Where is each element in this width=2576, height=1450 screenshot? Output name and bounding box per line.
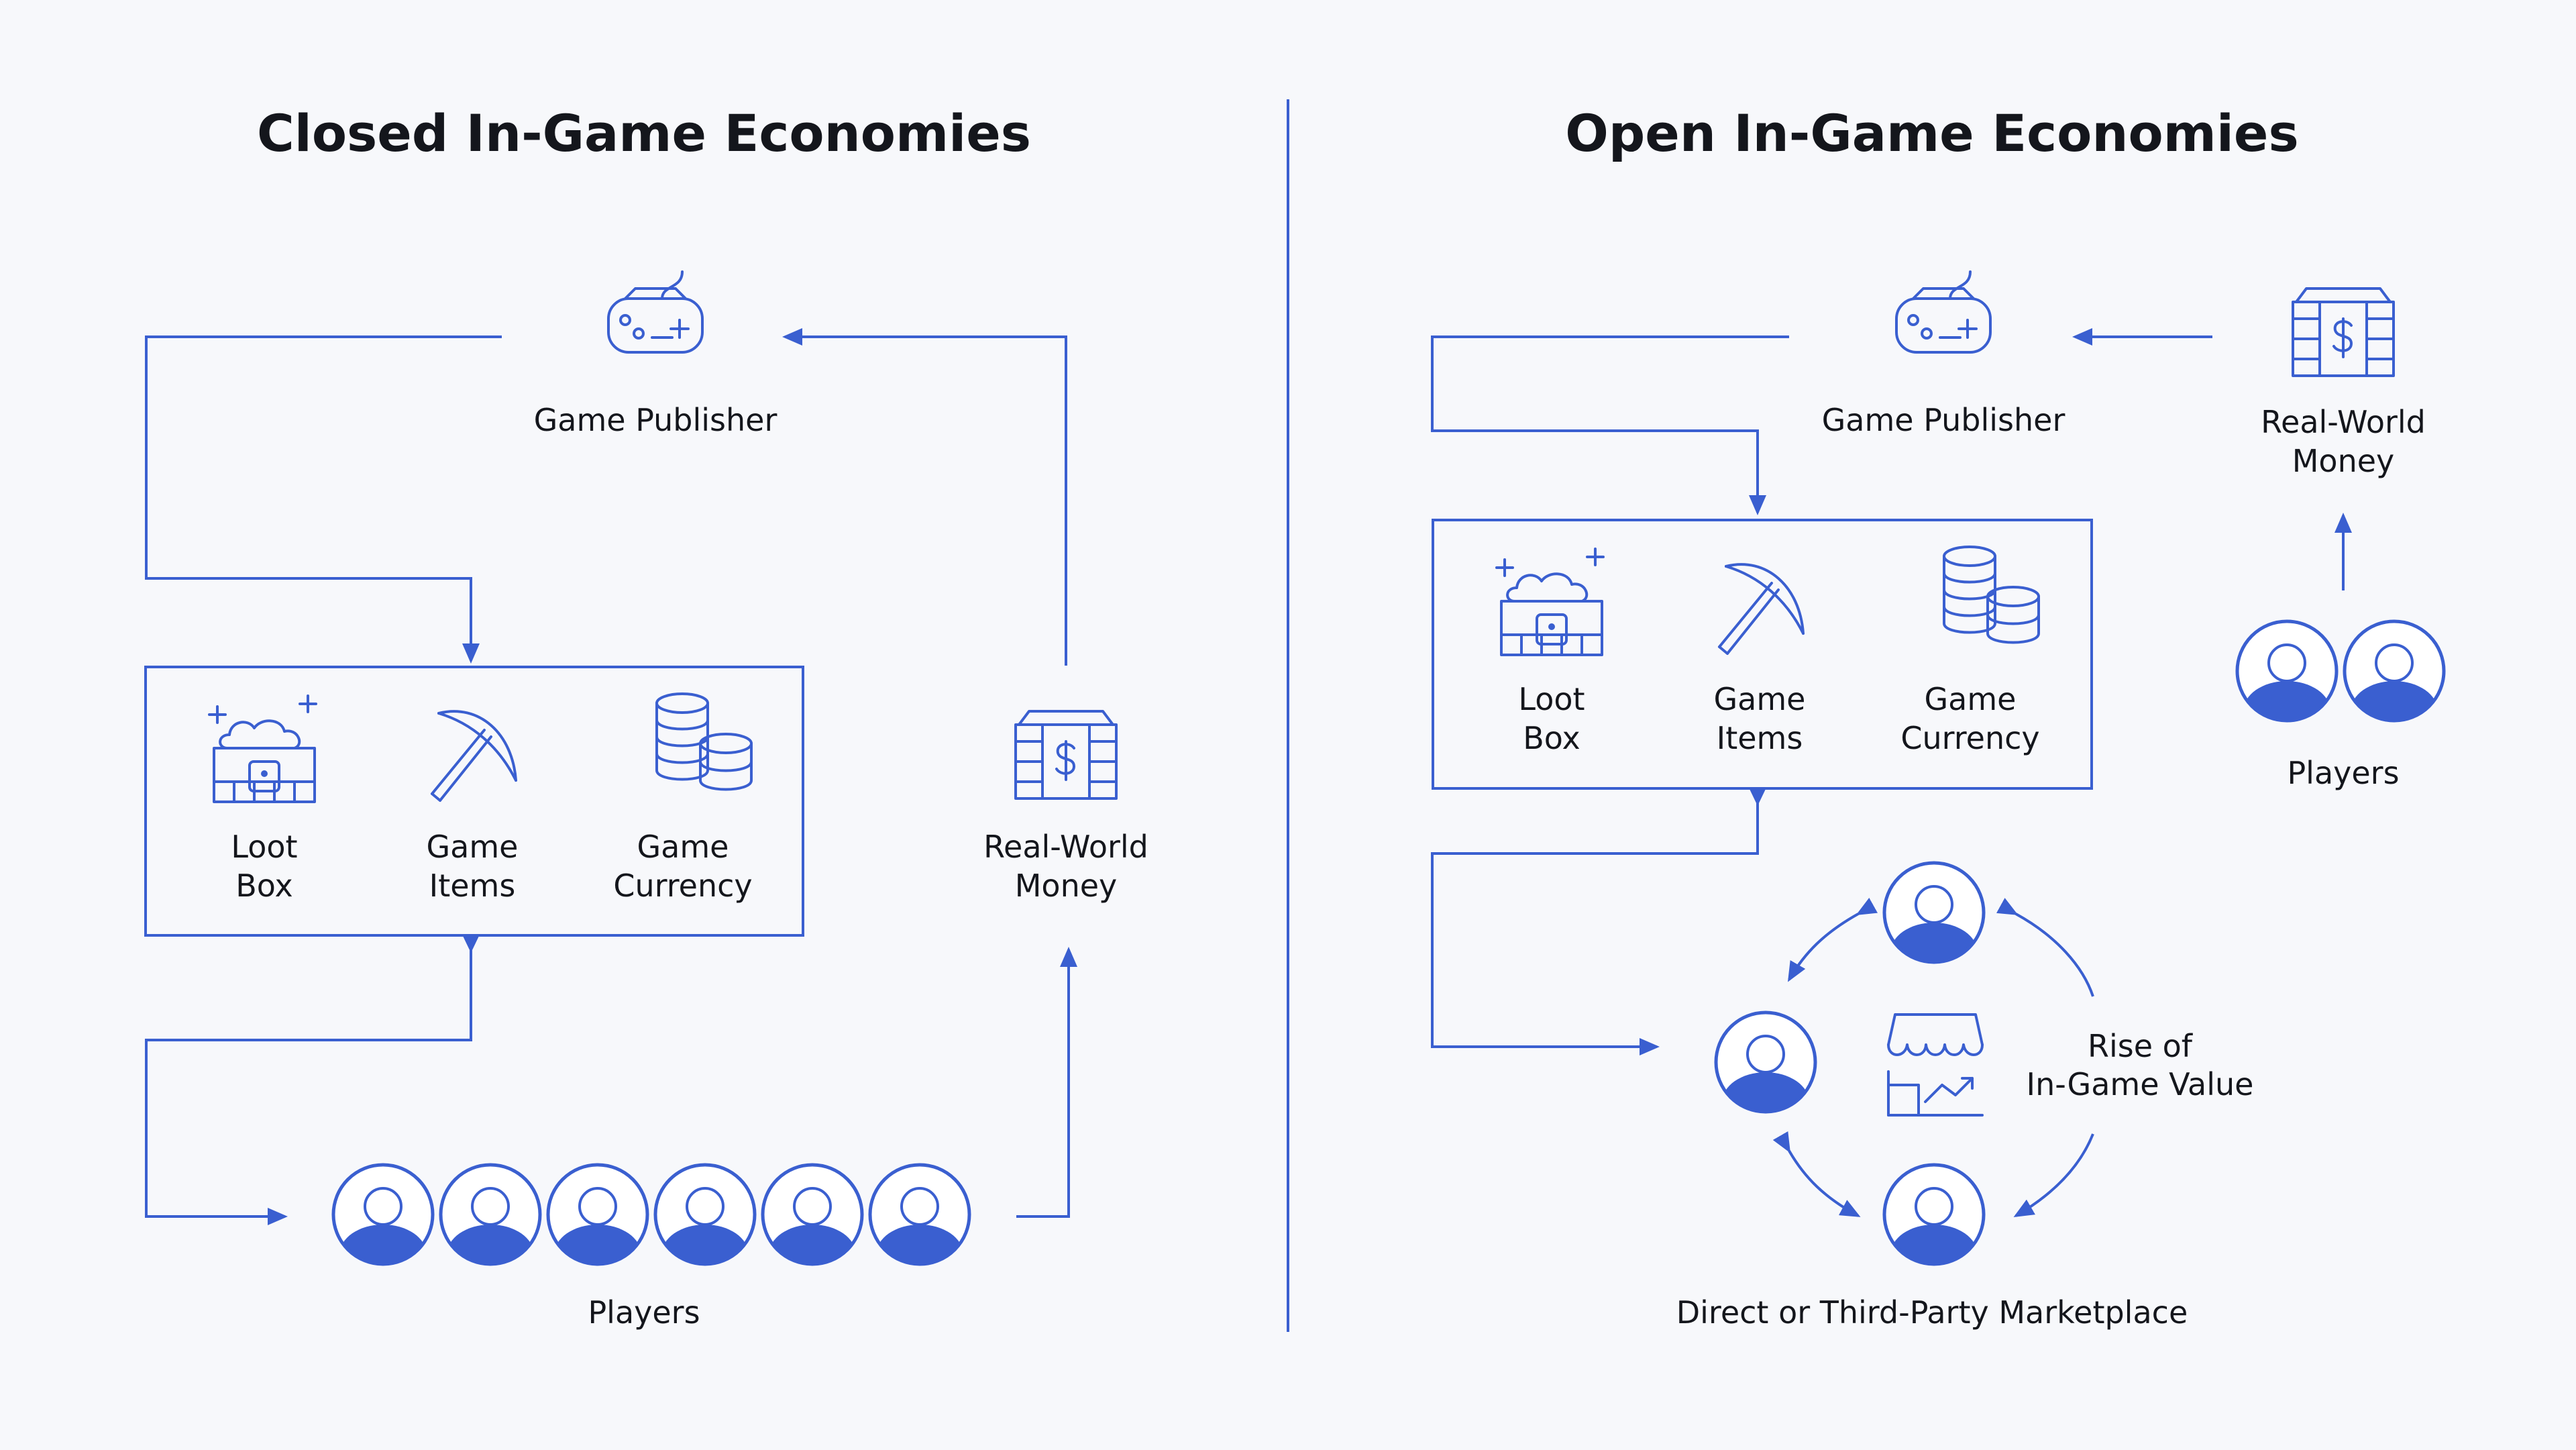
closed-player-avatar: [548, 1165, 647, 1285]
open-loot-label-1: Loot: [1518, 681, 1585, 717]
closed-players-label: Players: [588, 1294, 700, 1331]
open-items-box: [1432, 519, 2093, 790]
marketplace-left-avatar: [1716, 1013, 1815, 1133]
closed-publisher-label: Game Publisher: [534, 402, 777, 438]
open-box-notch: [1750, 789, 1766, 806]
closed-items-box: [144, 666, 804, 937]
closed-players-to-money-arrow: [1016, 947, 1077, 1218]
closed-box-notch: [463, 936, 479, 953]
cycle-arrow-top-left: [1788, 897, 1878, 982]
open-items-to-marketplace-arrow: [1431, 789, 1759, 1055]
open-money-label-2: Money: [2292, 443, 2395, 479]
cycle-arrow-bottom-left: [1772, 1131, 1861, 1217]
closed-money-icon: [1014, 710, 1118, 800]
closed-controller-icon: [607, 270, 704, 354]
closed-currency-label-2: Currency: [613, 868, 752, 904]
closed-publisher-to-items-arrow: [145, 335, 502, 664]
closed-player-avatar: [655, 1165, 755, 1285]
closed-title: Closed In-Game Economies: [257, 103, 1031, 163]
rise-label-2: In-Game Value: [2027, 1066, 2254, 1102]
open-title: Open In-Game Economies: [1565, 103, 2298, 163]
open-player-avatar: [2345, 621, 2444, 741]
open-items-label-1: Game: [1714, 681, 1806, 717]
closed-player-avatar: [870, 1165, 969, 1285]
open-coin-stack-icon: [1943, 546, 2040, 644]
open-loot-label-2: Box: [1523, 720, 1580, 756]
closed-money-label-2: Money: [1015, 868, 1118, 904]
open-currency-label-1: Game: [1925, 681, 2017, 717]
closed-coin-stack-icon: [655, 692, 753, 791]
open-controller-icon: [1895, 270, 1992, 354]
open-pickaxe-icon: [1718, 563, 1805, 655]
closed-money-to-publisher-arrow: [782, 328, 1067, 666]
open-player-avatar: [2237, 621, 2337, 741]
open-publisher-label: Game Publisher: [1822, 402, 2065, 438]
closed-items-to-players-arrow: [145, 936, 472, 1225]
closed-player-avatar: [763, 1165, 862, 1285]
open-publisher-to-items-arrow: [1431, 335, 1789, 515]
open-items-label-2: Items: [1717, 720, 1803, 756]
closed-items-label-1: Game: [427, 829, 519, 865]
open-players-label: Players: [2287, 755, 2399, 791]
cycle-arrow-bottom-right: [2013, 1133, 2094, 1218]
open-loot-box-icon: [1495, 548, 1605, 656]
closed-loot-box-icon: [208, 694, 317, 803]
closed-player-avatar: [441, 1165, 540, 1285]
marketplace-label: Direct or Third-Party Marketplace: [1676, 1294, 2188, 1331]
closed-loot-label-1: Loot: [231, 829, 297, 865]
closed-items-label-2: Items: [429, 868, 516, 904]
open-currency-label-2: Currency: [1900, 720, 2039, 756]
marketplace-bottom-avatar: [1884, 1165, 1984, 1285]
closed-pickaxe-icon: [431, 710, 517, 802]
cycle-arrow-top-right: [1996, 898, 2094, 997]
closed-money-label-1: Real-World: [983, 829, 1148, 865]
closed-loot-label-2: Box: [235, 868, 293, 904]
rise-label-1: Rise of: [2088, 1028, 2194, 1064]
open-money-icon: [2292, 287, 2395, 377]
marketplace-top-avatar: [1884, 863, 1984, 983]
closed-currency-label-1: Game: [637, 829, 729, 865]
open-money-label-1: Real-World: [2261, 404, 2426, 440]
closed-player-avatar: [333, 1165, 433, 1285]
marketplace-storefront-icon: [1887, 1013, 1984, 1117]
